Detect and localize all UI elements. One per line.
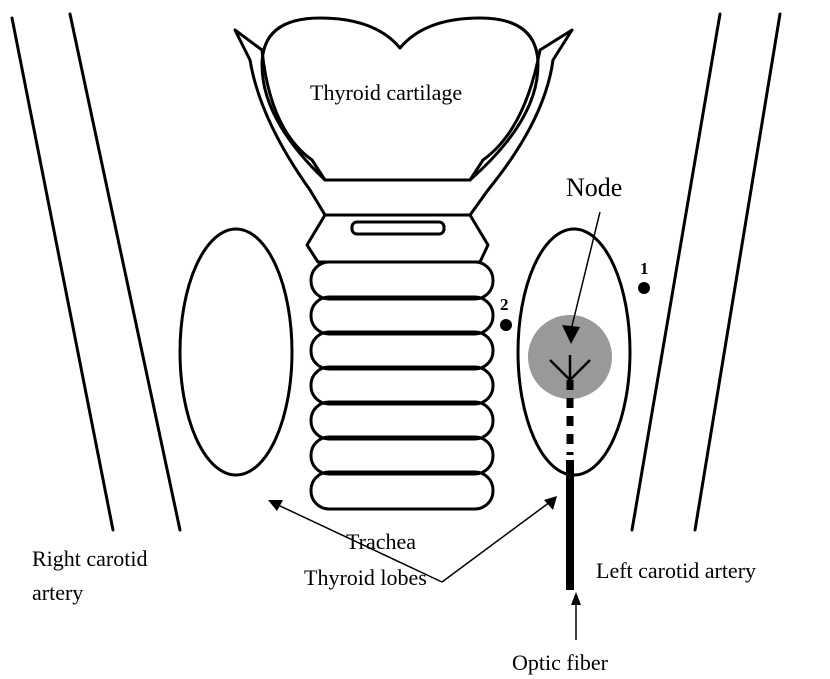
left-carotid-artery xyxy=(632,14,780,530)
thyroid-cartilage xyxy=(235,18,572,215)
label-right-carotid-line1: Right carotid xyxy=(32,546,147,571)
right-carotid-artery xyxy=(12,14,180,530)
thyroid-lobe-right xyxy=(180,229,292,475)
label-left-carotid-artery: Left carotid artery xyxy=(596,558,756,583)
label-trachea: Trachea xyxy=(346,529,416,554)
label-point-2: 2 xyxy=(500,295,509,314)
label-right-carotid-line2: artery xyxy=(32,580,83,605)
label-node: Node xyxy=(566,173,622,202)
label-thyroid-lobes: Thyroid lobes xyxy=(304,565,427,590)
point-2-dot xyxy=(500,319,512,331)
trachea xyxy=(311,262,493,509)
cricoid-ring xyxy=(307,215,488,262)
point-1-dot xyxy=(638,282,650,294)
label-point-1: 1 xyxy=(640,259,649,278)
label-thyroid-cartilage: Thyroid cartilage xyxy=(310,80,462,105)
optic-fiber-arrow xyxy=(571,592,581,640)
label-optic-fiber: Optic fiber xyxy=(512,650,609,675)
